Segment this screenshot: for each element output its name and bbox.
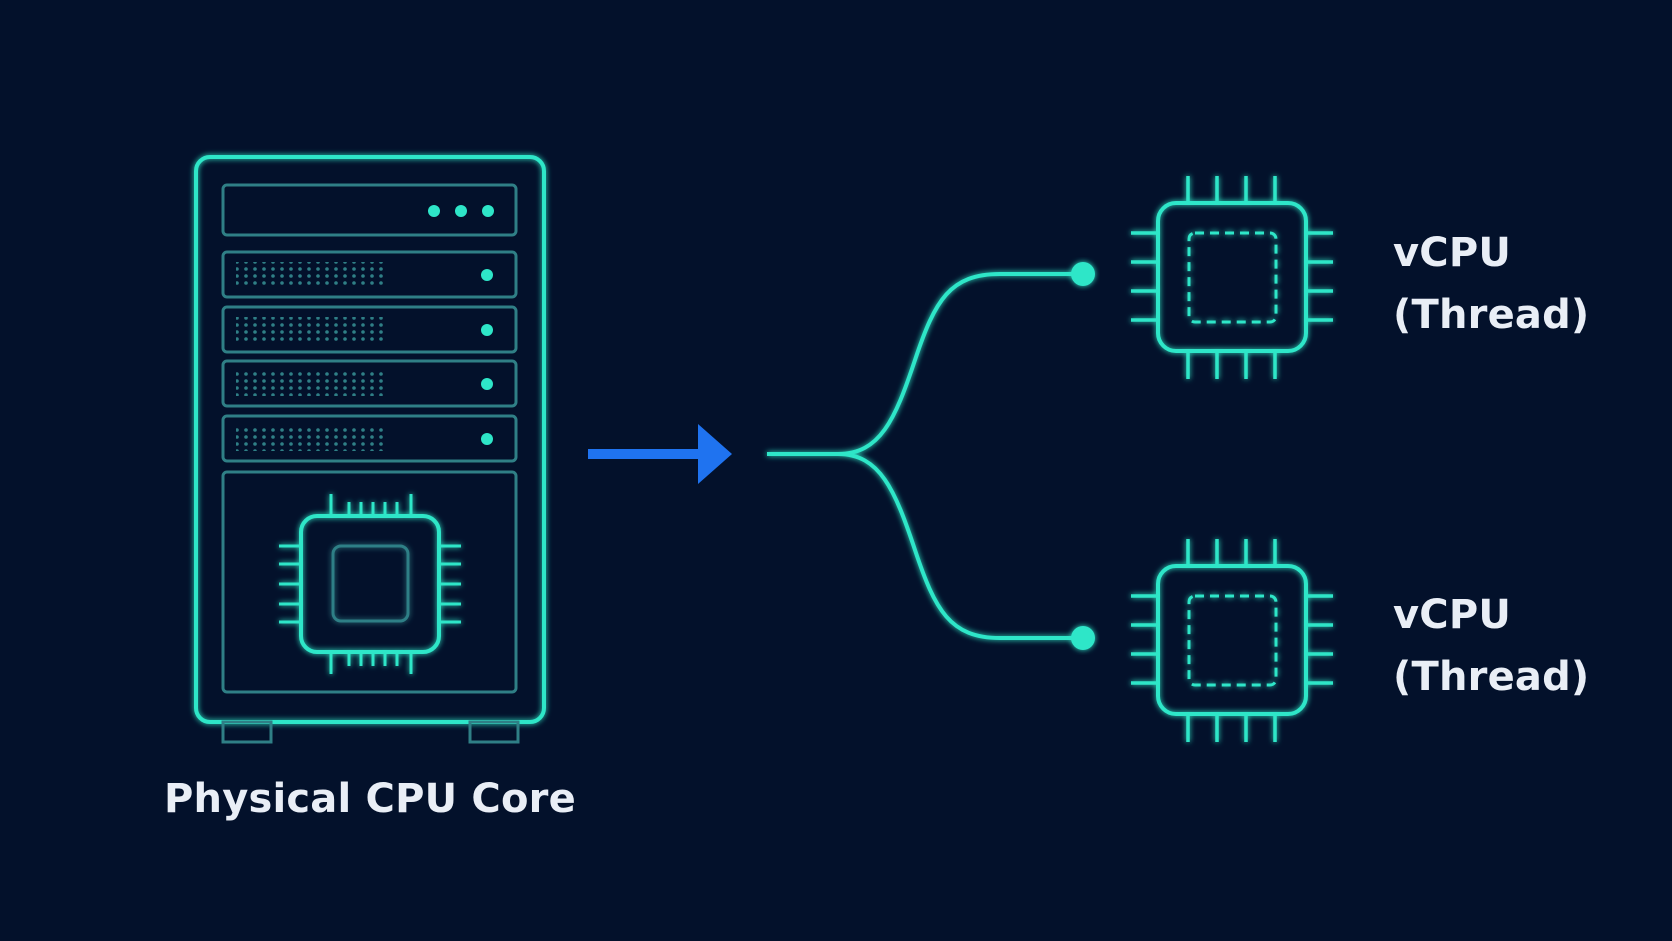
status-led (482, 205, 494, 217)
connector-node-bottom (1071, 626, 1095, 650)
drive-vent (236, 262, 388, 287)
branch-connector (767, 272, 1083, 640)
right-arrow-icon (588, 424, 732, 484)
drive-bay (221, 414, 518, 463)
drive-vent (236, 317, 388, 342)
vcpu-label-bottom-line1: vCPU (1393, 592, 1512, 638)
drive-bay (221, 305, 518, 354)
server-top-bay (221, 183, 518, 237)
drive-led (481, 324, 493, 336)
drive-led (481, 378, 493, 390)
vcpu-chip-icon-top (1131, 176, 1333, 379)
drive-led (481, 433, 493, 445)
drive-bay (221, 250, 518, 299)
server-foot-left (221, 720, 273, 744)
drive-led (481, 269, 493, 281)
status-led (428, 205, 440, 217)
cpu-chip-icon (279, 494, 461, 674)
vcpu-label-top-line2: (Thread) (1393, 292, 1590, 338)
chip-bay (221, 470, 518, 694)
connector-node-top (1071, 262, 1095, 286)
vcpu-label-bottom-line2: (Thread) (1393, 654, 1590, 700)
drive-vent (236, 371, 388, 396)
vcpu-label-top-line1: vCPU (1393, 230, 1512, 276)
vcpu-label-bottom: vCPU (Thread) (1393, 584, 1589, 708)
drive-bay (221, 359, 518, 408)
vcpu-label-top: vCPU (Thread) (1393, 222, 1589, 346)
drive-vent (236, 426, 388, 451)
status-led (455, 205, 467, 217)
server-tower-icon (194, 155, 546, 744)
server-case (194, 155, 546, 724)
physical-core-label: Physical CPU Core (164, 776, 576, 822)
vcpu-chip-icon-bottom (1131, 539, 1333, 742)
server-foot-right (468, 720, 520, 744)
